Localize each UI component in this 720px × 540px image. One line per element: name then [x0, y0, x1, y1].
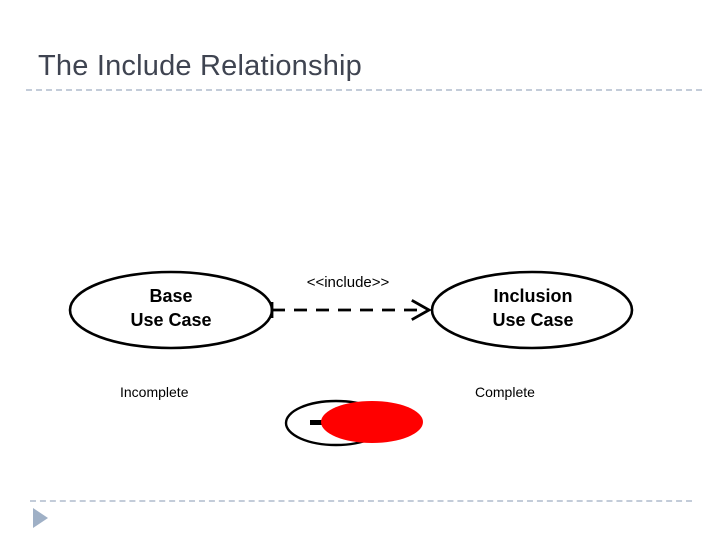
- include-arrowhead-icon: [411, 299, 432, 321]
- inclusion-use-case-ellipse[interactable]: [430, 270, 634, 350]
- title-divider: [26, 89, 702, 91]
- complete-annotation: Complete: [475, 384, 535, 400]
- base-use-case-label: Base Use Case: [130, 286, 212, 330]
- play-triangle-icon[interactable]: [33, 508, 48, 528]
- footer-divider: [30, 500, 692, 502]
- include-stereotype-label: <<include>>: [306, 274, 390, 291]
- page-title: The Include Relationship: [38, 50, 362, 82]
- highlight-red-ellipse[interactable]: [321, 401, 423, 443]
- inclusion-use-case-label: Inclusion Use Case: [492, 286, 574, 330]
- incomplete-annotation: Incomplete: [120, 384, 189, 400]
- highlight-dash-mark: [310, 420, 322, 425]
